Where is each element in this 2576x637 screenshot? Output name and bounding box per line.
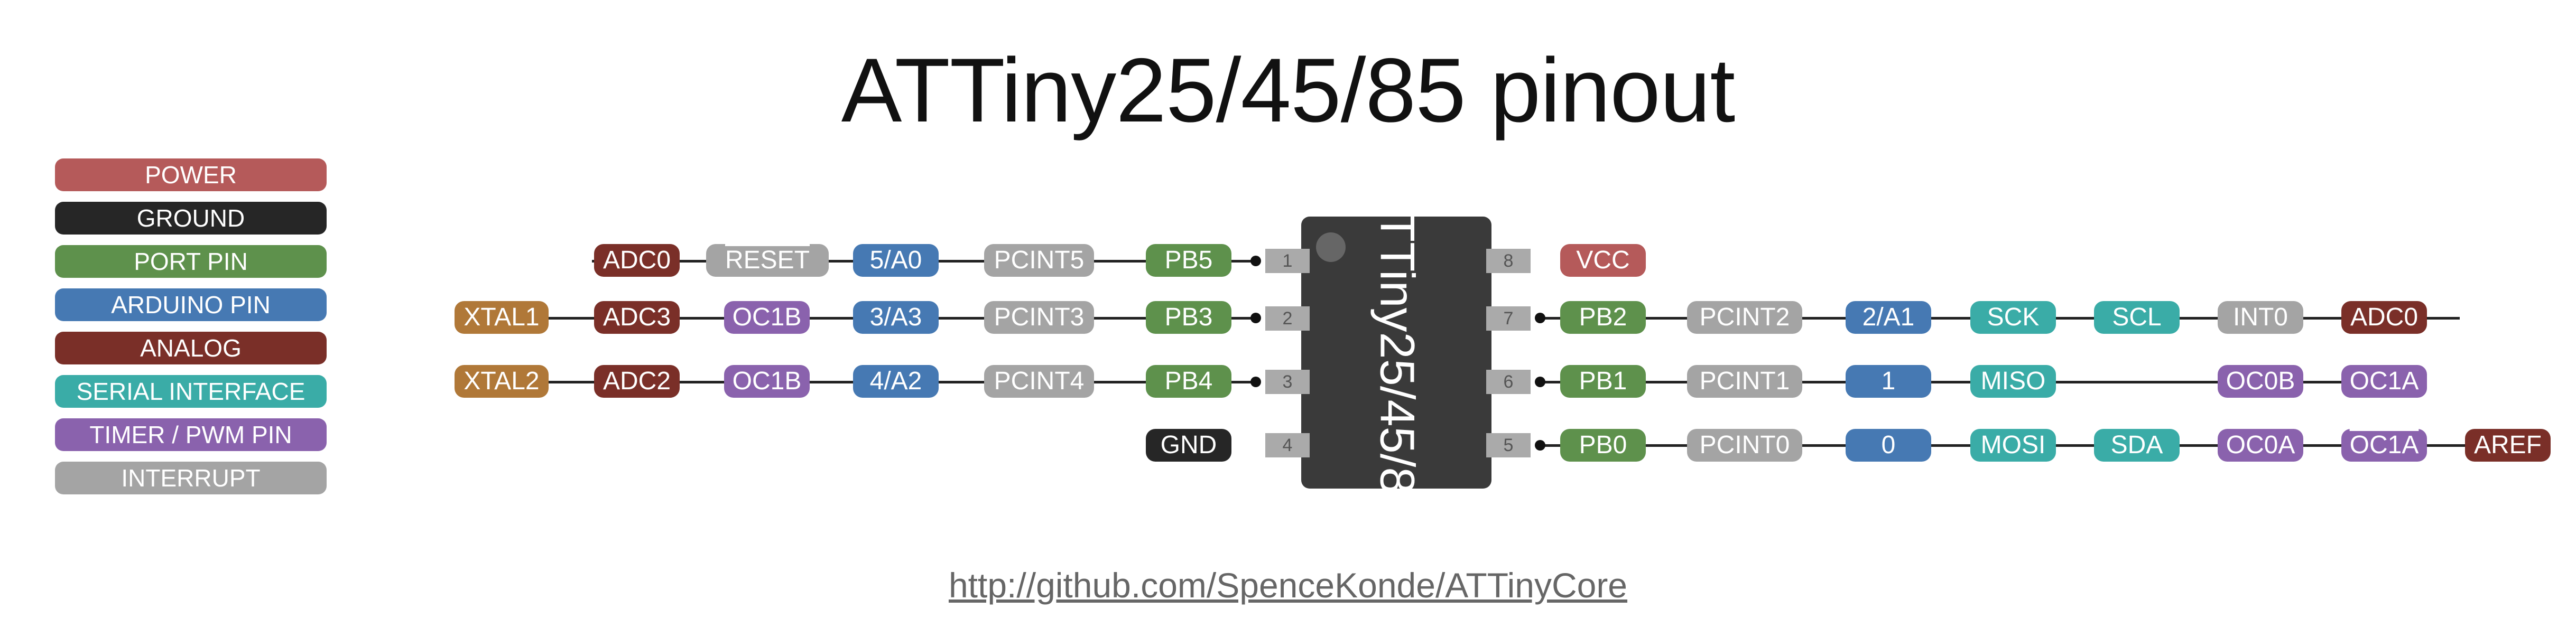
pin-number-2: 2 [1265, 306, 1310, 331]
pin-number-7: 7 [1486, 306, 1531, 331]
legend-analog: ANALOG [55, 332, 327, 364]
pin-number-3: 3 [1265, 370, 1310, 394]
pin5-sda: SDA [2094, 429, 2180, 462]
pin2-xtal: XTAL1 [455, 301, 549, 334]
pin7-int0: INT0 [2218, 301, 2303, 334]
pin7-adc: ADC0 [2341, 301, 2427, 334]
pin2-adc: ADC3 [594, 301, 680, 334]
pin6-dot [1535, 377, 1545, 387]
pin6-miso: MISO [1970, 365, 2056, 398]
pin1-reset: RESET [706, 244, 829, 277]
legend-port-pin: PORT PIN [55, 245, 327, 278]
pin5-pcint: PCINT0 [1687, 429, 1802, 462]
pin5-dot [1535, 440, 1545, 451]
pin7-scl: SCL [2094, 301, 2180, 334]
pin3-arduino: 4/A2 [853, 365, 939, 398]
pin2-timer: OC1B [724, 301, 810, 334]
pin7-dot [1535, 313, 1545, 323]
legend-arduino-pin: ARDUINO PIN [55, 288, 327, 321]
pin3-adc: ADC2 [594, 365, 680, 398]
legend-serial-interface: SERIAL INTERFACE [55, 375, 327, 408]
pin4-gnd: GND [1146, 429, 1231, 462]
source-link[interactable]: http://github.com/SpenceKonde/ATTinyCore [948, 566, 1628, 605]
chip-label-text: ATTiny25/45/85 [1370, 183, 1424, 521]
pin-number-6: 6 [1486, 370, 1531, 394]
pin3-timer: OC1B [724, 365, 810, 398]
page-title: ATTiny25/45/85 pinout [841, 40, 1736, 141]
legend-ground: GROUND [55, 202, 327, 235]
pin7-sck: SCK [1970, 301, 2056, 334]
pin1-dot [1250, 256, 1261, 266]
pin1-pcint: PCINT5 [984, 244, 1094, 277]
pin3-port: PB4 [1146, 365, 1231, 398]
pin3-xtal: XTAL2 [455, 365, 549, 398]
pin6-pcint: PCINT1 [1687, 365, 1802, 398]
pin-number-1: 1 [1265, 249, 1310, 273]
legend-timer-pwm-pin: TIMER / PWM PIN [55, 418, 327, 451]
pin2-port: PB3 [1146, 301, 1231, 334]
pin-number-5: 5 [1486, 433, 1531, 457]
pin5-port: PB0 [1560, 429, 1646, 462]
pin6-port: PB1 [1560, 365, 1646, 398]
pin1-arduino: 5/A0 [853, 244, 939, 277]
pin2-pcint: PCINT3 [984, 301, 1094, 334]
pin7-port: PB2 [1560, 301, 1646, 334]
legend-power: POWER [55, 158, 327, 191]
pin5-mosi: MOSI [1970, 429, 2056, 462]
pin5-oc0a: OC0A [2218, 429, 2303, 462]
pin-number-4: 4 [1265, 433, 1310, 457]
pin5-oc1a-inverted: OC1A [2341, 429, 2427, 462]
pin1-adc0: ADC0 [594, 244, 680, 277]
legend-interrupt: INTERRUPT [55, 462, 327, 494]
pin2-arduino: 3/A3 [853, 301, 939, 334]
pin7-arduino: 2/A1 [1846, 301, 1931, 334]
pin1-port: PB5 [1146, 244, 1231, 277]
pin8-vcc: VCC [1560, 244, 1646, 277]
pin7-pcint: PCINT2 [1687, 301, 1802, 334]
pin3-dot [1250, 377, 1261, 387]
chip-body [1301, 217, 1491, 489]
pin6-arduino: 1 [1846, 365, 1931, 398]
pin5-aref: AREF [2465, 429, 2551, 462]
pin3-pcint: PCINT4 [984, 365, 1094, 398]
pin5-arduino: 0 [1846, 429, 1931, 462]
pin-number-8: 8 [1486, 249, 1531, 273]
pin6-oc0b: OC0B [2218, 365, 2303, 398]
pin2-dot [1250, 313, 1261, 323]
pin6-oc1a: OC1A [2341, 365, 2427, 398]
chip-notch [1316, 232, 1346, 262]
